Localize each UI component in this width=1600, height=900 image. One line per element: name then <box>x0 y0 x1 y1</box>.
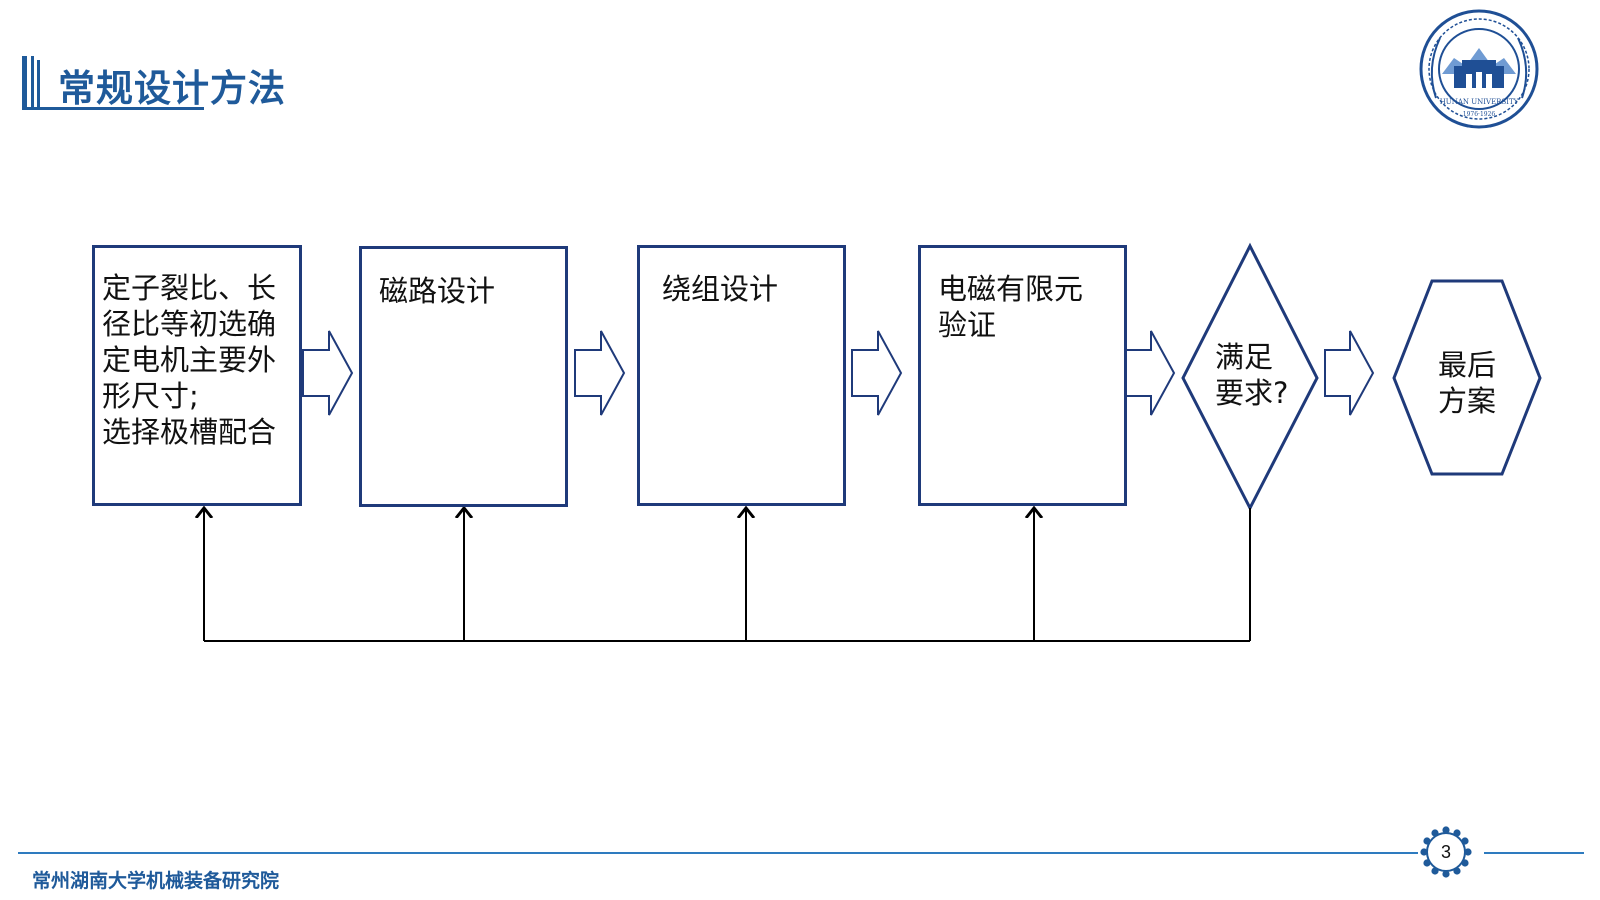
block-arrow-2 <box>574 330 626 416</box>
process-box-3-text: 绕组设计 <box>662 272 779 306</box>
slide-title: 常规设计方法 <box>58 67 286 110</box>
page-number: 3 <box>1440 842 1451 862</box>
university-logo: HUNAN UNIVERSITY 1976·1926 <box>1419 9 1539 129</box>
page-number-badge <box>1420 826 1472 878</box>
title-decoration <box>22 56 204 110</box>
process-box-2 <box>359 246 568 507</box>
decision-text: 满足 要求? <box>1215 340 1289 410</box>
process-box-4 <box>918 245 1127 506</box>
final-hexagon <box>1392 279 1542 476</box>
footer-divider-left <box>18 852 1418 854</box>
process-box-1 <box>92 245 302 506</box>
process-box-1-text: 定子裂比、长 径比等初选确 定电机主要外 形尺寸; 选择极槽配合 <box>102 271 277 449</box>
process-box-3 <box>637 245 846 506</box>
block-arrow-5 <box>1324 330 1375 416</box>
logo-year-text: 1976·1926 <box>1463 111 1496 118</box>
process-box-4-text: 电磁有限元 验证 <box>938 272 1084 342</box>
process-box-2-text: 磁路设计 <box>379 274 496 308</box>
footer-divider-right <box>1484 852 1584 854</box>
logo-ring-text: HUNAN UNIVERSITY <box>1440 98 1519 106</box>
final-text: 最后 方案 <box>1437 348 1496 418</box>
footer-institute-name: 常州湖南大学机械装备研究院 <box>32 870 280 892</box>
block-arrow-3 <box>851 330 903 416</box>
block-arrow-1 <box>302 330 354 416</box>
block-arrow-4 <box>1124 330 1176 416</box>
